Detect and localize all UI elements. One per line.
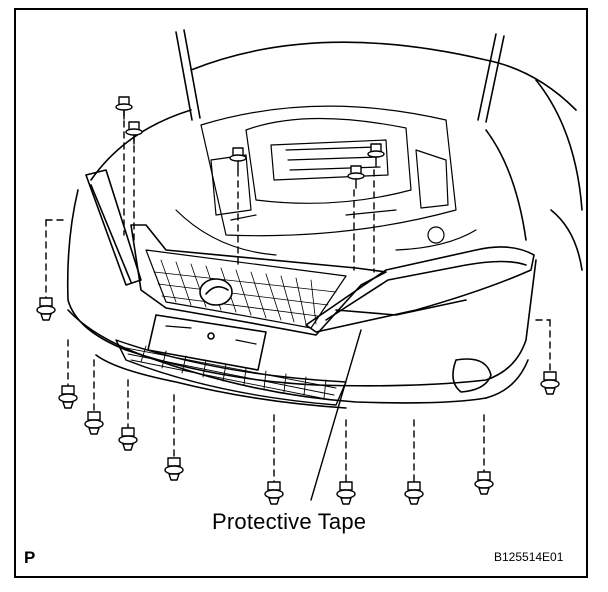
clip — [58, 385, 78, 409]
clip — [164, 457, 184, 481]
clip — [336, 481, 356, 505]
fastener-guide-lines — [45, 109, 551, 486]
clip — [264, 481, 284, 505]
clip — [36, 297, 56, 321]
protective-tape-label: Protective Tape — [212, 509, 367, 534]
left-headlamp — [85, 169, 142, 286]
bolt — [229, 147, 247, 171]
clip — [474, 471, 494, 495]
hood-struts — [175, 29, 505, 123]
clip — [404, 481, 424, 505]
figure-id: B125514E01 — [494, 550, 564, 564]
engine-bay — [175, 105, 477, 256]
clip — [84, 411, 104, 435]
radiator-grille — [130, 224, 387, 336]
bumper-cover — [66, 189, 537, 409]
bumper-removal-illustration — [36, 29, 583, 505]
bolt — [347, 165, 365, 189]
hood-and-fenders — [90, 41, 583, 271]
right-headlamp — [305, 246, 535, 333]
license-plate-mount — [147, 314, 267, 371]
lower-intake — [115, 339, 347, 406]
clip — [118, 427, 138, 451]
bolt — [125, 121, 143, 145]
corner-mark: P — [24, 548, 36, 567]
fasteners — [36, 96, 560, 505]
bolt — [367, 143, 385, 167]
diagram-frame: Protective Tape P B125514E01 — [14, 8, 588, 578]
bolt — [115, 96, 133, 120]
clip — [540, 371, 560, 395]
protective-tape-leader — [310, 329, 362, 501]
right-fog-lamp — [452, 358, 492, 393]
